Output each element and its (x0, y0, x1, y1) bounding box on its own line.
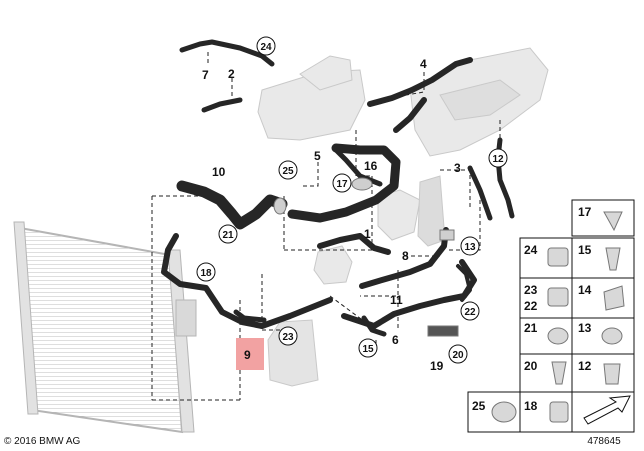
radiator (13, 221, 197, 434)
grid-label-20: 20 (524, 359, 538, 373)
part-label-4: 4 (420, 57, 427, 71)
grid-label-17: 17 (578, 205, 592, 219)
hose-9 (233, 309, 267, 323)
hose-11 (341, 259, 477, 329)
part-label-16: 16 (364, 159, 378, 173)
callout-15: 15 (362, 344, 374, 355)
direction-arrow-icon (583, 395, 631, 425)
grid-label-13: 13 (578, 321, 592, 335)
hose-18 (161, 233, 333, 329)
part-label-6: 6 (392, 333, 399, 347)
hose-4 (367, 57, 473, 107)
grid-label-18: 18 (524, 399, 538, 413)
callout-17: 17 (336, 179, 348, 190)
circled-callout-labels: 24 25 17 12 21 18 23 15 13 22 20 (200, 42, 504, 361)
callout-23: 23 (282, 332, 294, 343)
hose-2 (201, 97, 243, 113)
part-labels: 7 2 4 5 16 3 10 1 8 11 6 19 (202, 57, 461, 373)
hose-5 (287, 143, 401, 223)
callout-21: 21 (222, 230, 234, 241)
grid-label-12: 12 (578, 359, 592, 373)
part-label-2: 2 (228, 67, 235, 81)
callout-22: 22 (464, 307, 476, 318)
callout-12: 12 (492, 154, 504, 165)
hose-10 (176, 180, 288, 230)
callout-25: 25 (282, 166, 294, 177)
part-label-19: 19 (430, 359, 444, 373)
callout-20: 20 (452, 350, 464, 361)
grid-label-21: 21 (524, 321, 538, 335)
part-label-9: 9 (244, 348, 251, 362)
clamps (273, 177, 459, 337)
part-label-7: 7 (202, 68, 209, 82)
small-parts-grid: 17 24 15 23 22 14 21 13 20 12 25 18 (467, 199, 635, 433)
part-label-8: 8 (402, 249, 409, 263)
part-label-10: 10 (212, 165, 226, 179)
hoses (161, 39, 515, 337)
hose-3 (467, 165, 493, 221)
grid-label-23: 23 (524, 283, 538, 297)
grid-label-15: 15 (578, 243, 592, 257)
hose-7 (179, 39, 275, 67)
grid-label-25: 25 (472, 399, 486, 413)
callout-24: 24 (260, 42, 272, 53)
diagram-number: 478645 (587, 436, 621, 447)
copyright-text: © 2016 BMW AG (4, 436, 81, 447)
hose-13 (456, 264, 472, 302)
hose-1 (317, 233, 391, 255)
callout-18: 18 (200, 268, 212, 279)
callout-13: 13 (464, 242, 476, 253)
grid-label-24: 24 (524, 243, 538, 257)
hose-8 (359, 227, 449, 289)
part-label-1: 1 (364, 227, 371, 241)
highlighted-part-9[interactable]: 9 (236, 338, 264, 370)
grid-label-22: 22 (524, 299, 538, 313)
part-label-3: 3 (454, 161, 461, 175)
part-label-11: 11 (390, 293, 403, 307)
hose-6 (361, 315, 387, 337)
grid-label-14: 14 (578, 283, 592, 297)
hose-4b (393, 97, 427, 133)
part-label-5: 5 (314, 149, 321, 163)
circled-callouts (196, 36, 508, 364)
